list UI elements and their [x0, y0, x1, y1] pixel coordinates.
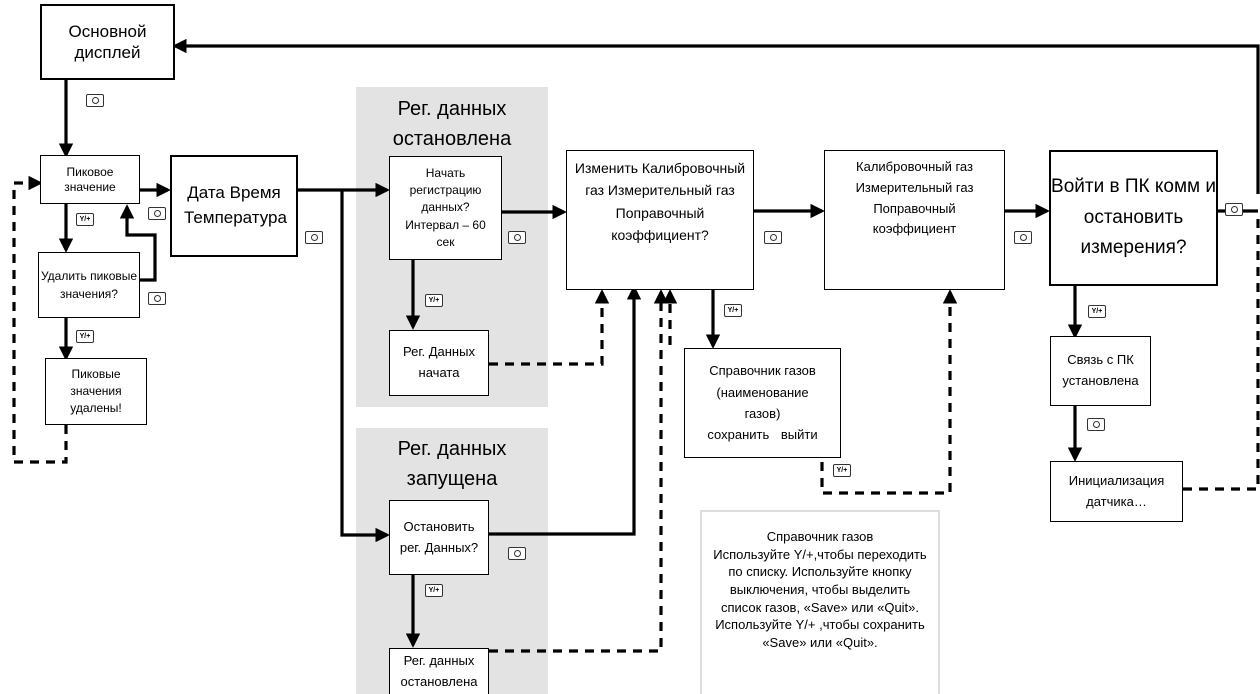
delete-peaks-label: Удалить пиковые значения? [40, 269, 138, 301]
power-key-icon [1087, 418, 1105, 431]
pc-link-node: Связь с ПК установлена [1050, 336, 1151, 406]
power-key-icon [1225, 203, 1243, 216]
yplus-key-icon: Y/+ [425, 584, 443, 597]
peak-value-label: Пиковое значение [64, 164, 116, 194]
power-key-icon [764, 231, 782, 244]
yplus-key-icon: Y/+ [76, 330, 94, 343]
note-title: Справочник газов [766, 529, 874, 544]
main-display-label: Основной дисплей [68, 21, 147, 62]
sensor-init-node: Инициализация датчика… [1050, 461, 1183, 522]
yplus-key-icon: Y/+ [76, 213, 94, 226]
init-to-right [1183, 214, 1260, 491]
delete-peaks-node: Удалить пиковые значения? [38, 252, 140, 318]
power-key-icon [1014, 231, 1032, 244]
enter-pc-comm-node: Войти в ПК комм и остановить измерения? [1049, 150, 1218, 286]
peaks-deleted-node: Пиковые значения удалены! [45, 358, 147, 425]
date-time-temp-label: Дата Время Температура [184, 183, 287, 227]
power-key-icon [305, 231, 323, 244]
power-key-icon [508, 547, 526, 560]
start-logging-node: Начать регистрацию данных? Интервал – 60… [389, 156, 502, 260]
logging-stopped-label: Рег. данных остановлена [400, 652, 478, 689]
power-key-icon [148, 292, 166, 305]
change-cal-gas-node: Изменить Калибровочный газ Измерительный… [566, 150, 754, 290]
stop-logging-node: Остановить рег. Данных? [389, 500, 489, 575]
deleted-loop [12, 175, 68, 464]
delete-back-to-peak [119, 204, 157, 282]
change-cal-gas-label: Изменить Калибровочный газ Измерительный… [574, 160, 746, 244]
peaks-deleted-label: Пиковые значения удалены! [70, 367, 122, 415]
started-to-change [489, 289, 610, 366]
start-logging-label: Начать регистрацию данных? Интервал – 60… [405, 165, 486, 250]
note-text: Используйте Y/+,чтобы переходить по спис… [713, 546, 927, 651]
gas-library-note: Справочник газов Используйте Y/+,чтобы п… [700, 510, 940, 694]
section-header-logging-running: Рег. данных запущена [397, 438, 507, 490]
gas-library-actions: сохранить выйти [707, 427, 818, 443]
power-key-icon [148, 207, 166, 220]
cal-gas-info-label: Калибровочный газ Измерительный газ Попр… [855, 159, 974, 237]
yplus-key-icon: Y/+ [833, 464, 851, 477]
cal-gas-info-node: Калибровочный газ Измерительный газ Попр… [824, 150, 1005, 290]
logging-stopped-node: Рег. данных остановлена [389, 648, 489, 694]
library-to-info [820, 289, 958, 495]
yplus-key-icon: Y/+ [1088, 305, 1106, 318]
stop-to-change [489, 285, 642, 536]
logging-started-label: Рег. Данных начата [403, 344, 475, 380]
enter-pc-comm-label: Войти в ПК комм и остановить измерения? [1051, 176, 1216, 259]
yplus-key-icon: Y/+ [425, 294, 443, 307]
main-display-node: Основной дисплей [40, 4, 175, 80]
power-key-icon [508, 231, 526, 244]
date-time-temp-node: Дата Время Температура [170, 155, 298, 257]
power-key-icon [86, 94, 104, 107]
return-arrow [172, 38, 1260, 194]
sensor-init-label: Инициализация датчика… [1068, 472, 1165, 509]
logging-started-node: Рег. Данных начата [389, 330, 489, 396]
stop-logging-label: Остановить рег. Данных? [399, 518, 479, 555]
yplus-key-icon: Y/+ [724, 304, 742, 317]
date-to-stop [340, 190, 390, 543]
gas-library-label: Справочник газов (наименование газов) [709, 363, 816, 421]
gas-library-node: Справочник газов (наименование газов) со… [684, 348, 841, 458]
pc-link-label: Связь с ПК установлена [1062, 352, 1139, 388]
peak-value-node: Пиковое значение [40, 155, 140, 204]
section-header-logging-stopped: Рег. данных остановлена [392, 98, 512, 150]
